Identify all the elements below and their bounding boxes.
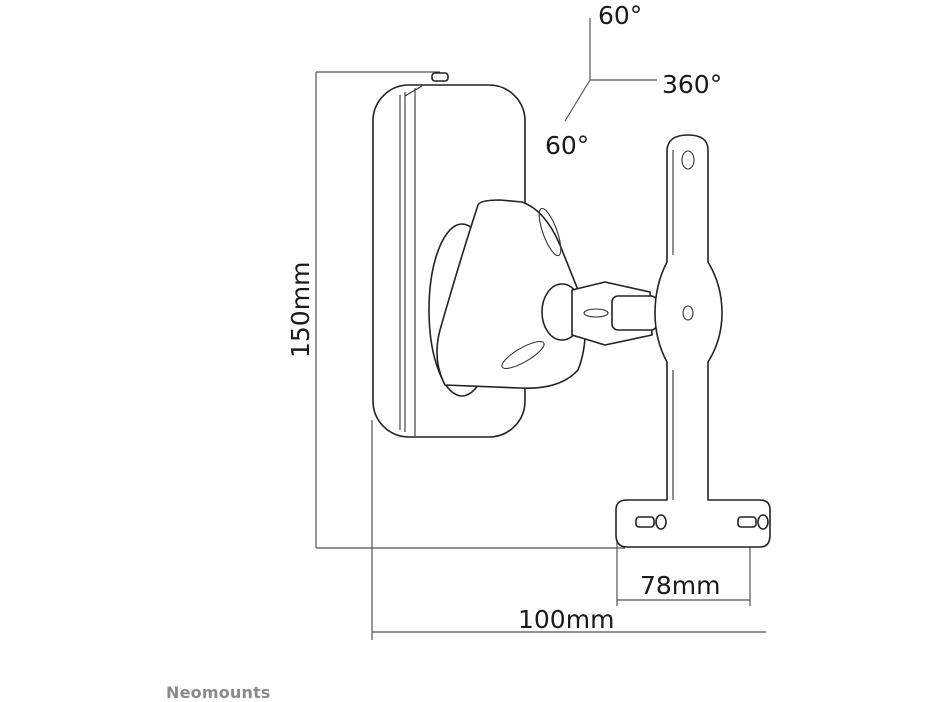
plate-width-label: 78mm xyxy=(640,571,721,600)
swivel-label: 360° xyxy=(662,70,722,99)
swivel-knob xyxy=(428,199,586,397)
ball-joint xyxy=(571,281,658,346)
wall-bracket xyxy=(615,134,771,548)
dimension-lines xyxy=(315,71,766,640)
tilt-down-label: 60° xyxy=(545,131,589,160)
tilt-up-label: 60° xyxy=(598,1,642,30)
brand-logo: Neomounts xyxy=(166,683,271,702)
depth-dimension-label: 100mm xyxy=(518,605,614,634)
height-dimension-label: 150mm xyxy=(286,262,315,358)
rotation-indicator xyxy=(564,18,657,122)
